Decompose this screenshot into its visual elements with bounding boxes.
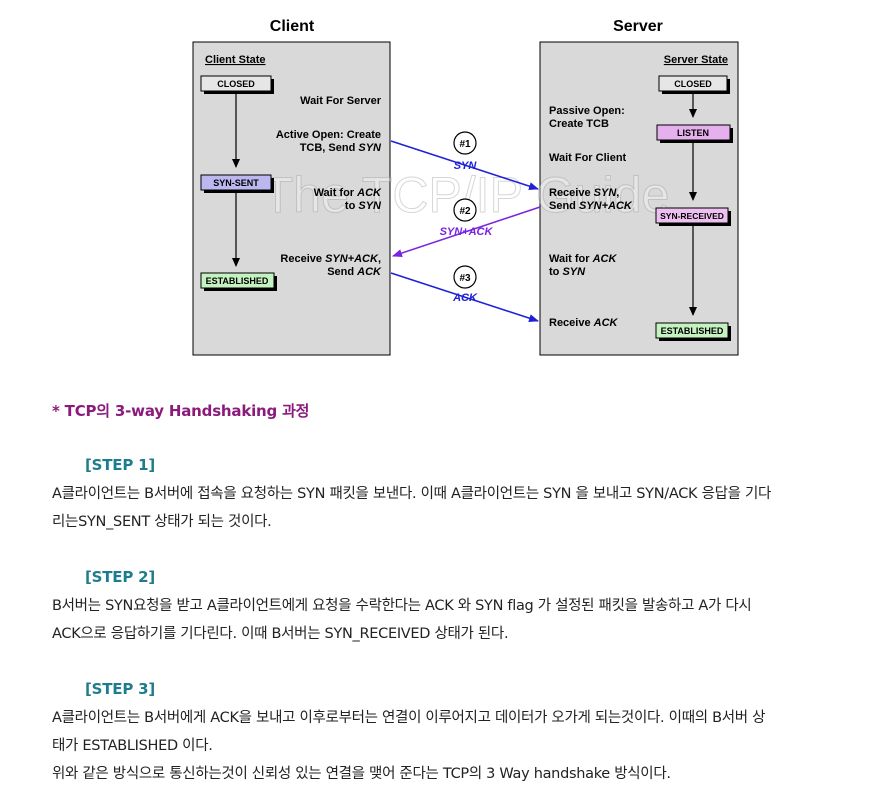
client-note-wait-server: Wait For Server	[300, 95, 382, 107]
client-title: Client	[270, 18, 315, 35]
client-state-closed-label: CLOSED	[217, 79, 255, 89]
server-state-closed-label: CLOSED	[674, 79, 712, 89]
server-state-label: Server State	[664, 54, 728, 66]
step-1-line-2: 리는SYN_SENT 상태가 되는 것이다.	[52, 514, 272, 530]
message-2-number: #2	[459, 206, 471, 217]
message-2-badge: #2	[453, 198, 477, 222]
client-note-wait-ack-1: Wait for ACK	[314, 187, 382, 199]
server-note-passive-1: Passive Open:	[549, 105, 625, 117]
step-1-text: A클라이언트는 B서버에 접속을 요청하는 SYN 패킷을 보낸다. 이때 A클…	[52, 480, 857, 536]
message-3-number: #3	[459, 273, 471, 284]
client-state-established-label: ESTABLISHED	[206, 276, 269, 286]
step-1-title: [STEP 1]	[85, 456, 156, 474]
step-1-line-1: A클라이언트는 B서버에 접속을 요청하는 SYN 패킷을 보낸다. 이때 A클…	[52, 486, 772, 502]
server-note-wait-ack-2: to SYN	[549, 266, 586, 278]
step-3-title: [STEP 3]	[85, 680, 156, 698]
server-panel	[539, 41, 739, 356]
message-2-label: SYN+ACK	[440, 226, 494, 238]
server-title: Server	[613, 18, 663, 35]
server-note-wait-client: Wait For Client	[549, 152, 627, 164]
server-note-receive-syn-1: Receive SYN,	[549, 187, 619, 199]
step-3-line-3: 위와 같은 방식으로 통신하는것이 신뢰성 있는 연결을 맺어 준다는 TCP의…	[52, 766, 671, 782]
message-1-label: SYN	[454, 160, 478, 172]
server-state-listen: LISTEN	[656, 124, 733, 143]
client-note-receive-1: Receive SYN+ACK,	[280, 253, 381, 265]
server-state-closed: CLOSED	[658, 75, 730, 94]
client-note-wait-ack-2: to SYN	[345, 200, 382, 212]
step-3-text: A클라이언트는 B서버에게 ACK을 보내고 이후로부터는 연결이 이루어지고 …	[52, 704, 857, 788]
step-2-line-1: B서버는 SYN요청을 받고 A클라이언트에게 요청을 수락한다는 ACK 와 …	[52, 598, 752, 614]
client-note-receive-2: Send ACK	[327, 266, 382, 278]
server-note-receive-ack: Receive ACK	[549, 317, 619, 329]
server-note-wait-ack-1: Wait for ACK	[549, 253, 617, 265]
message-3-badge: #3	[453, 265, 477, 289]
message-1-number: #1	[459, 139, 471, 150]
message-arrow-syn-ack	[392, 206, 541, 257]
server-state-established: ESTABLISHED	[655, 322, 731, 341]
client-note-active-open-1: Active Open: Create	[276, 129, 381, 141]
tcp-handshake-diagram: Client Server The TCP/IP Guide Client St…	[192, 18, 739, 356]
step-3-line-2: 태가 ESTABLISHED 이다.	[52, 738, 213, 754]
client-state-label: Client State	[205, 54, 266, 66]
server-note-passive-2: Create TCB	[549, 118, 609, 130]
message-arrow-ack	[390, 272, 539, 323]
server-state-syn-received: SYN-RECEIVED	[655, 207, 731, 226]
section-title: * TCP의 3-way Handshaking 과정	[52, 402, 310, 420]
message-arrow-syn	[390, 140, 539, 191]
message-1-badge: #1	[453, 131, 477, 155]
client-state-syn-sent: SYN-SENT	[200, 174, 274, 193]
server-state-syn-received-label: SYN-RECEIVED	[660, 211, 724, 221]
client-state-established: ESTABLISHED	[200, 272, 277, 291]
client-state-syn-sent-label: SYN-SENT	[213, 178, 259, 188]
server-state-listen-label: LISTEN	[677, 128, 709, 138]
server-note-receive-syn-2: Send SYN+ACK	[549, 200, 633, 212]
step-2-text: B서버는 SYN요청을 받고 A클라이언트에게 요청을 수락한다는 ACK 와 …	[52, 592, 857, 648]
server-state-established-label: ESTABLISHED	[661, 326, 724, 336]
step-2-line-2: ACK으로 응답하기를 기다린다. 이때 B서버는 SYN_RECEIVED 상…	[52, 626, 509, 642]
client-note-active-open-2: TCB, Send SYN	[300, 142, 382, 154]
message-3-label: ACK	[452, 292, 478, 304]
step-2-title: [STEP 2]	[85, 568, 156, 586]
client-panel	[192, 41, 391, 356]
step-3-line-1: A클라이언트는 B서버에게 ACK을 보내고 이후로부터는 연결이 이루어지고 …	[52, 710, 766, 726]
client-state-closed: CLOSED	[200, 75, 274, 94]
